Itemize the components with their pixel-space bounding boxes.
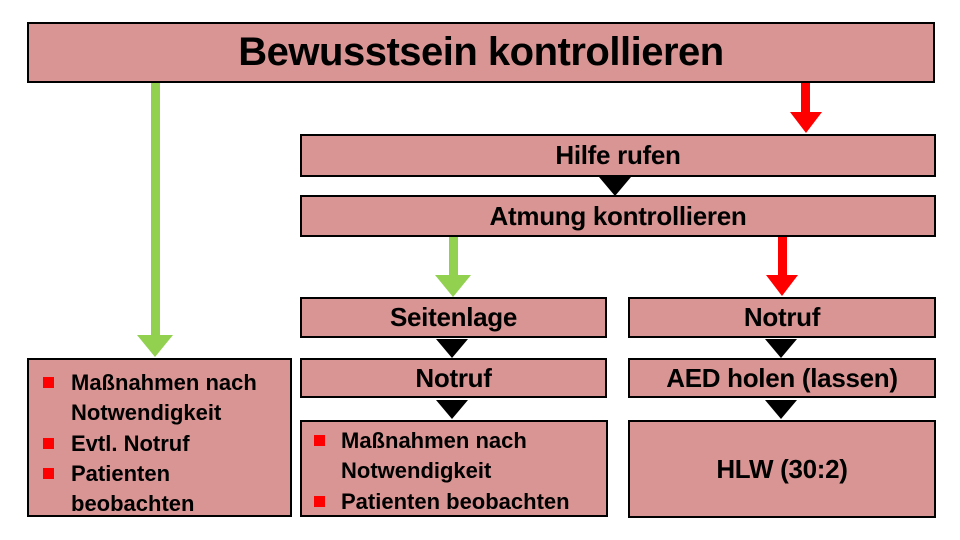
node-seitenlage: Seitenlage	[300, 297, 607, 338]
node-label: AED holen (lassen)	[666, 362, 898, 393]
node-label: Seitenlage	[389, 302, 518, 332]
node-massnahmen-mitte: Maßnahmen nach Notwendigkeit Patienten b…	[300, 420, 608, 517]
node-label: Atmung kontrollieren	[489, 200, 747, 231]
red-arrow-head-to-notruf	[766, 275, 798, 296]
red-arrow-shaft-to-hilfe-rufen	[801, 83, 810, 113]
bullet-square-icon	[43, 468, 54, 480]
list-item: Evtl. Notruf	[43, 429, 284, 459]
node-bewusstsein-kontrollieren: Bewusstsein kontrollieren	[27, 22, 935, 83]
bullet-list: Maßnahmen nach Notwendigkeit Evtl. Notru…	[43, 368, 284, 520]
green-arrow-shaft-to-left-measures	[151, 83, 160, 336]
node-label: Notruf	[415, 362, 492, 393]
green-arrow-head-to-seitenlage	[435, 275, 471, 297]
bullet-square-icon	[314, 495, 325, 507]
bullet-square-icon	[43, 377, 54, 388]
node-notruf-mitte: Notruf	[300, 358, 607, 398]
bullet-item-label: Maßnahmen nach Notwendigkeit	[341, 428, 527, 484]
red-arrow-head-to-hilfe-rufen	[790, 112, 822, 133]
green-arrow-shaft-to-seitenlage	[449, 237, 458, 276]
list-item: Patienten beobachten	[314, 487, 602, 517]
bullet-list: Maßnahmen nach Notwendigkeit Patienten b…	[314, 426, 602, 517]
bullet-item-label: Evtl. Notruf	[71, 430, 190, 456]
node-aed-holen: AED holen (lassen)	[628, 358, 936, 398]
list-item: Maßnahmen nach Notwendigkeit	[43, 368, 284, 429]
list-item: Patienten beobachten	[43, 459, 284, 520]
bullet-item-label: Patienten beobachten	[341, 488, 570, 514]
node-notruf-rechts: Notruf	[628, 297, 936, 338]
connector-triangle-seitenlage-notruf	[436, 339, 468, 358]
node-label: Hilfe rufen	[555, 140, 681, 170]
list-item: Maßnahmen nach Notwendigkeit	[314, 426, 602, 487]
node-hlw: HLW (30:2)	[628, 420, 936, 518]
bullet-square-icon	[43, 437, 54, 449]
node-hilfe-rufen: Hilfe rufen	[300, 134, 936, 177]
node-label: Notruf	[743, 302, 821, 332]
connector-triangle-notruf-aed	[765, 339, 797, 358]
green-arrow-head-to-left-measures	[137, 335, 173, 357]
node-massnahmen-links: Maßnahmen nach Notwendigkeit Evtl. Notru…	[27, 358, 292, 517]
connector-triangle-aed-hlw	[765, 400, 797, 419]
bullet-square-icon	[314, 435, 325, 446]
red-arrow-shaft-to-notruf	[778, 237, 787, 276]
node-label: Bewusstsein kontrollieren	[238, 30, 724, 74]
connector-triangle-hilfe-atmung	[599, 177, 631, 196]
node-atmung-kontrollieren: Atmung kontrollieren	[300, 195, 936, 237]
node-label: HLW (30:2)	[716, 453, 848, 484]
bullet-item-label: Patienten beobachten	[71, 461, 195, 517]
bullet-item-label: Maßnahmen nach Notwendigkeit	[71, 370, 257, 426]
connector-triangle-notruf-massnahmen	[436, 400, 468, 419]
